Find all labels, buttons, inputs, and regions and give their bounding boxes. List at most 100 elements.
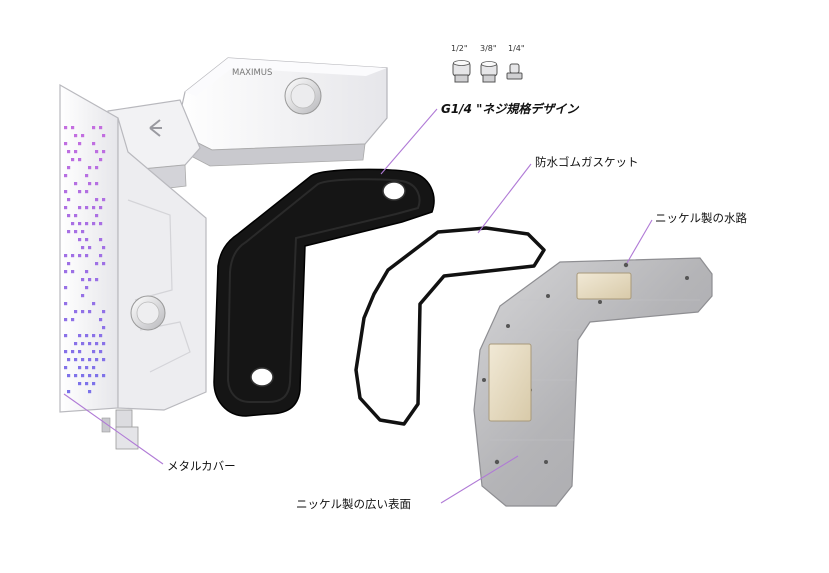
led-pixel (99, 350, 103, 354)
led-pixel (71, 318, 75, 322)
led-pixel (102, 134, 106, 138)
led-pixel (102, 262, 106, 266)
brand-mark: MAXIMUS (232, 68, 272, 78)
led-pixel (67, 150, 71, 154)
led-pixel (67, 198, 71, 202)
led-pixel (81, 294, 85, 298)
led-pixel (64, 286, 68, 290)
callout-line-channel (626, 219, 653, 264)
led-pixel (71, 126, 75, 130)
led-pixel (92, 302, 96, 306)
led-pixel (85, 174, 89, 178)
led-pixel (85, 190, 89, 194)
led-pixel (92, 142, 96, 146)
led-pixel (92, 334, 96, 338)
led-pixel (92, 126, 96, 130)
led-pixel (85, 286, 89, 290)
callout-cover-label: メタルカバー (167, 459, 236, 473)
led-pixel (64, 270, 68, 274)
led-pixel (78, 334, 82, 338)
black-gasket-plate (213, 168, 435, 417)
led-pixel (64, 366, 68, 370)
led-pixel (64, 190, 68, 194)
led-pixel (85, 206, 89, 210)
led-pixel (95, 166, 99, 170)
led-pixel (92, 350, 96, 354)
led-pixel (67, 214, 71, 218)
led-pixel (81, 358, 85, 362)
led-pixel (85, 366, 89, 370)
nickel-channel-pad-bottom (488, 343, 532, 422)
led-pixel (95, 374, 99, 378)
led-pixel (67, 166, 71, 170)
led-pixel (78, 238, 82, 242)
led-pixel (64, 174, 68, 178)
led-pixel (99, 222, 103, 226)
led-pixel (81, 342, 85, 346)
led-pixel (99, 318, 103, 322)
led-pixel (95, 182, 99, 186)
led-pixel (81, 310, 85, 314)
led-pixel (64, 206, 68, 210)
fitting-half-inch-icon (452, 60, 471, 83)
led-pixel (99, 238, 103, 242)
led-pixel (92, 366, 96, 370)
led-pixel (95, 198, 99, 202)
led-pixel (85, 222, 89, 226)
led-pixel (67, 358, 71, 362)
led-pixel (99, 254, 103, 258)
led-pixel (74, 182, 78, 186)
led-pixel (88, 358, 92, 362)
led-pixel (78, 158, 82, 162)
led-pixel (92, 206, 96, 210)
led-pixel (88, 246, 92, 250)
led-pixel (71, 270, 75, 274)
led-pixel (95, 214, 99, 218)
led-pixel (64, 334, 68, 338)
led-pixel (102, 150, 106, 154)
led-pixel (102, 374, 106, 378)
led-pixel (64, 142, 68, 146)
led-pixel (102, 198, 106, 202)
led-pixel (99, 126, 103, 130)
led-pixel (81, 278, 85, 282)
callout-line-thread (380, 108, 438, 175)
led-pixel (78, 190, 82, 194)
led-pixel (78, 366, 82, 370)
led-pixel (85, 334, 89, 338)
nickel-channel-pad-top (576, 272, 632, 300)
callout-channel-label: ニッケル製の水路 (655, 211, 747, 225)
led-pixel (88, 278, 92, 282)
led-pixel (92, 382, 96, 386)
led-pixel (88, 182, 92, 186)
led-pixel (74, 310, 78, 314)
led-pixel (102, 342, 106, 346)
fitting-size-label: 1/2" (451, 44, 468, 53)
led-pixel (88, 310, 92, 314)
led-pixel (88, 166, 92, 170)
led-pixel (95, 342, 99, 346)
led-pixel (88, 390, 92, 394)
led-pixel (102, 326, 106, 330)
led-pixel (64, 302, 68, 306)
led-pixel (88, 374, 92, 378)
led-pixel (102, 310, 106, 314)
callout-line-gasket (477, 163, 532, 234)
led-pixel (74, 214, 78, 218)
led-pixel (81, 374, 85, 378)
callout-line-cover (63, 393, 164, 465)
led-pixel (64, 350, 68, 354)
led-pixel (85, 254, 89, 258)
led-pixel (67, 374, 71, 378)
led-pixel (85, 270, 89, 274)
led-pixel (81, 246, 85, 250)
led-pixel (74, 342, 78, 346)
led-pixel (78, 222, 82, 226)
led-pixel (99, 334, 103, 338)
led-pixel (95, 278, 99, 282)
led-pixel (99, 158, 103, 162)
led-pixel (78, 142, 82, 146)
led-pixel (102, 358, 106, 362)
led-pixel (74, 374, 78, 378)
callout-line-surface (440, 455, 519, 504)
